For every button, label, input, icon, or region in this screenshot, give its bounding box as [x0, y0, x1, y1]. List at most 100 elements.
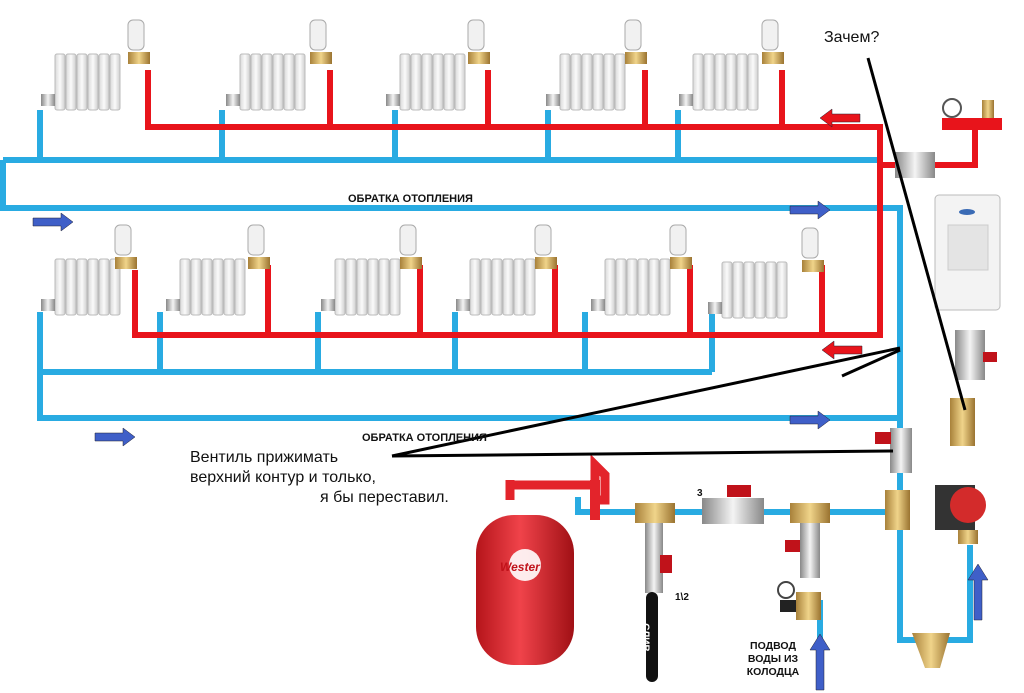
radiator-section [399, 53, 411, 111]
radiator-section [648, 258, 660, 316]
thermostatic-valve [802, 260, 824, 272]
lower-supply-pipe [265, 265, 825, 335]
radiator-section [491, 258, 503, 316]
return-valve [226, 94, 240, 106]
radiator [679, 19, 784, 111]
radiator-section [283, 53, 295, 111]
radiator-section [261, 53, 273, 111]
tank-brand-logo: Wester [500, 560, 540, 574]
radiator-section [65, 53, 77, 111]
thermostatic-head [624, 19, 642, 51]
radiator [166, 224, 270, 316]
return-valve [708, 302, 722, 314]
supply-label-line-1: ПОДВОД [750, 640, 796, 652]
radiator [708, 227, 824, 319]
boiler-ball-valve [955, 330, 985, 380]
radiator-section [109, 53, 121, 111]
upper-branch-valve [895, 152, 935, 178]
radiator-section [721, 261, 733, 319]
radiator-section [614, 53, 626, 111]
circulation-pump [935, 485, 986, 544]
water-supply-label: ПОДВОД ВОДЫ ИЗ КОЛОДЦА [742, 640, 804, 679]
feed-valve-handle [785, 540, 800, 552]
radiator-section [524, 258, 536, 316]
main-ball-valve [702, 498, 764, 524]
radiator-section [603, 53, 615, 111]
radiator-section [559, 53, 571, 111]
thermostatic-head [801, 227, 819, 259]
radiator-section [223, 258, 235, 316]
return-tee-valve [890, 428, 912, 473]
return-valve [386, 94, 400, 106]
valve-handle [983, 352, 997, 362]
radiator-section [378, 258, 390, 316]
flow-arrow-right [789, 200, 831, 220]
note-line-3: я бы переставил. [320, 489, 449, 506]
thermostatic-valve [670, 257, 692, 269]
flow-arrow-left [821, 340, 863, 360]
pressure-reducer [777, 581, 821, 620]
radiator-section [443, 53, 455, 111]
thermostatic-head [467, 19, 485, 51]
radiator-section [626, 258, 638, 316]
radiator-section [725, 53, 737, 111]
radiator [456, 224, 557, 316]
thermostatic-head [669, 224, 687, 256]
supply-label-line-2: ВОДЫ ИЗ [747, 653, 799, 665]
flow-arrow-right [94, 427, 136, 447]
radiator-section [604, 258, 616, 316]
thermostatic-head [309, 19, 327, 51]
radiator [41, 19, 150, 111]
radiator-section [54, 258, 66, 316]
annotation-lines [391, 57, 967, 458]
radiator-section [581, 53, 593, 111]
thermostatic-valve [625, 52, 647, 64]
return-valve [679, 94, 693, 106]
radiator-section [776, 261, 788, 319]
thermostatic-valve [310, 52, 332, 64]
feed-tee [790, 503, 830, 523]
thermostatic-head [247, 224, 265, 256]
drain-label: СЛИВ [639, 623, 651, 652]
strainer-filter [912, 633, 950, 668]
radiator-section [87, 258, 99, 316]
radiator-section [747, 53, 759, 111]
radiator-section [570, 53, 582, 111]
radiator-section [454, 53, 466, 111]
radiator-section [659, 258, 671, 316]
upper-supply-pipe [132, 70, 978, 338]
drain-valve-handle [660, 555, 672, 573]
radiator-section [294, 53, 306, 111]
radiator-section [615, 258, 627, 316]
radiator-section [98, 258, 110, 316]
drain-hose [646, 592, 658, 682]
radiator-section [76, 258, 88, 316]
radiator-section [212, 258, 224, 316]
note-line-1: Вентиль прижимать [190, 449, 339, 466]
return-valve [41, 299, 55, 311]
radiator [546, 19, 647, 111]
thermostatic-valve [400, 257, 422, 269]
flow-arrow-left [819, 108, 861, 128]
radiator-section [367, 258, 379, 316]
radiator-section [179, 258, 191, 316]
return-valve [166, 299, 180, 311]
radiator-section [98, 53, 110, 111]
radiator-section [592, 53, 604, 111]
note-line-2: верхний контур и только, [190, 469, 376, 486]
radiator-section [736, 53, 748, 111]
radiator-section [765, 261, 777, 319]
thermostatic-head [534, 224, 552, 256]
radiator-section [272, 53, 284, 111]
thermostatic-valve [248, 257, 270, 269]
flow-arrow-right [32, 212, 74, 232]
upper-return-pipe [0, 110, 973, 643]
lower-return-pipe [37, 312, 900, 421]
radiator-section [356, 258, 368, 316]
feed-valve [800, 523, 820, 578]
radiator-section [703, 53, 715, 111]
radiator-section [76, 53, 88, 111]
radiator-section [637, 258, 649, 316]
radiator-section [743, 261, 755, 319]
